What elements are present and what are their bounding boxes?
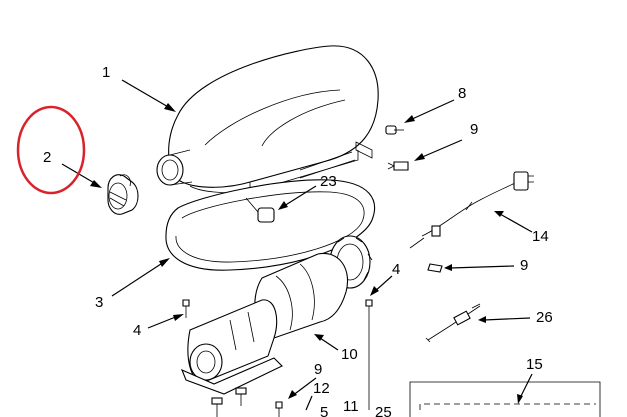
callout-9-lower: 9 <box>314 361 322 378</box>
part-4-screw-left <box>182 299 190 318</box>
callout-5: 5 <box>320 404 328 417</box>
callout-11: 11 <box>343 398 359 415</box>
part-4-screw-right <box>365 299 373 410</box>
leader-lines <box>61 79 533 411</box>
part-14-power-cord <box>409 171 534 249</box>
callout-10: 10 <box>341 346 358 363</box>
callout-2: 2 <box>43 149 51 166</box>
callout-25: 25 <box>375 404 392 417</box>
callout-1: 1 <box>102 64 110 81</box>
part-2-hub-cover <box>107 174 139 215</box>
part-9-screw-upper <box>387 161 409 171</box>
part-26-sensor <box>425 303 481 343</box>
part-23-knob <box>245 197 275 223</box>
part-9-screw-middle <box>427 263 443 273</box>
part-8-screw <box>385 125 404 135</box>
part-1-motor-housing <box>156 45 379 194</box>
callout-23: 23 <box>320 173 337 190</box>
callout-26: 26 <box>536 309 553 326</box>
callout-4-right: 4 <box>392 261 400 278</box>
highlight-circle <box>16 105 86 195</box>
callout-8: 8 <box>458 85 466 102</box>
housing-bracket <box>355 141 373 159</box>
callout-3: 3 <box>95 294 103 311</box>
part-10-motor-assembly <box>180 235 373 417</box>
callout-9-upper: 9 <box>470 121 478 138</box>
callout-labels: 1 2 3 4 4 8 9 9 9 10 11 12 14 15 23 25 2… <box>43 64 553 417</box>
callout-15: 15 <box>526 356 543 373</box>
callout-12: 12 <box>313 380 330 397</box>
callout-14: 14 <box>532 228 549 245</box>
part-12-screw <box>275 401 283 417</box>
callout-4-left: 4 <box>133 322 141 339</box>
part-3-trim-band <box>165 179 376 271</box>
part-15-box <box>409 381 601 417</box>
callout-9-middle: 9 <box>520 257 528 274</box>
